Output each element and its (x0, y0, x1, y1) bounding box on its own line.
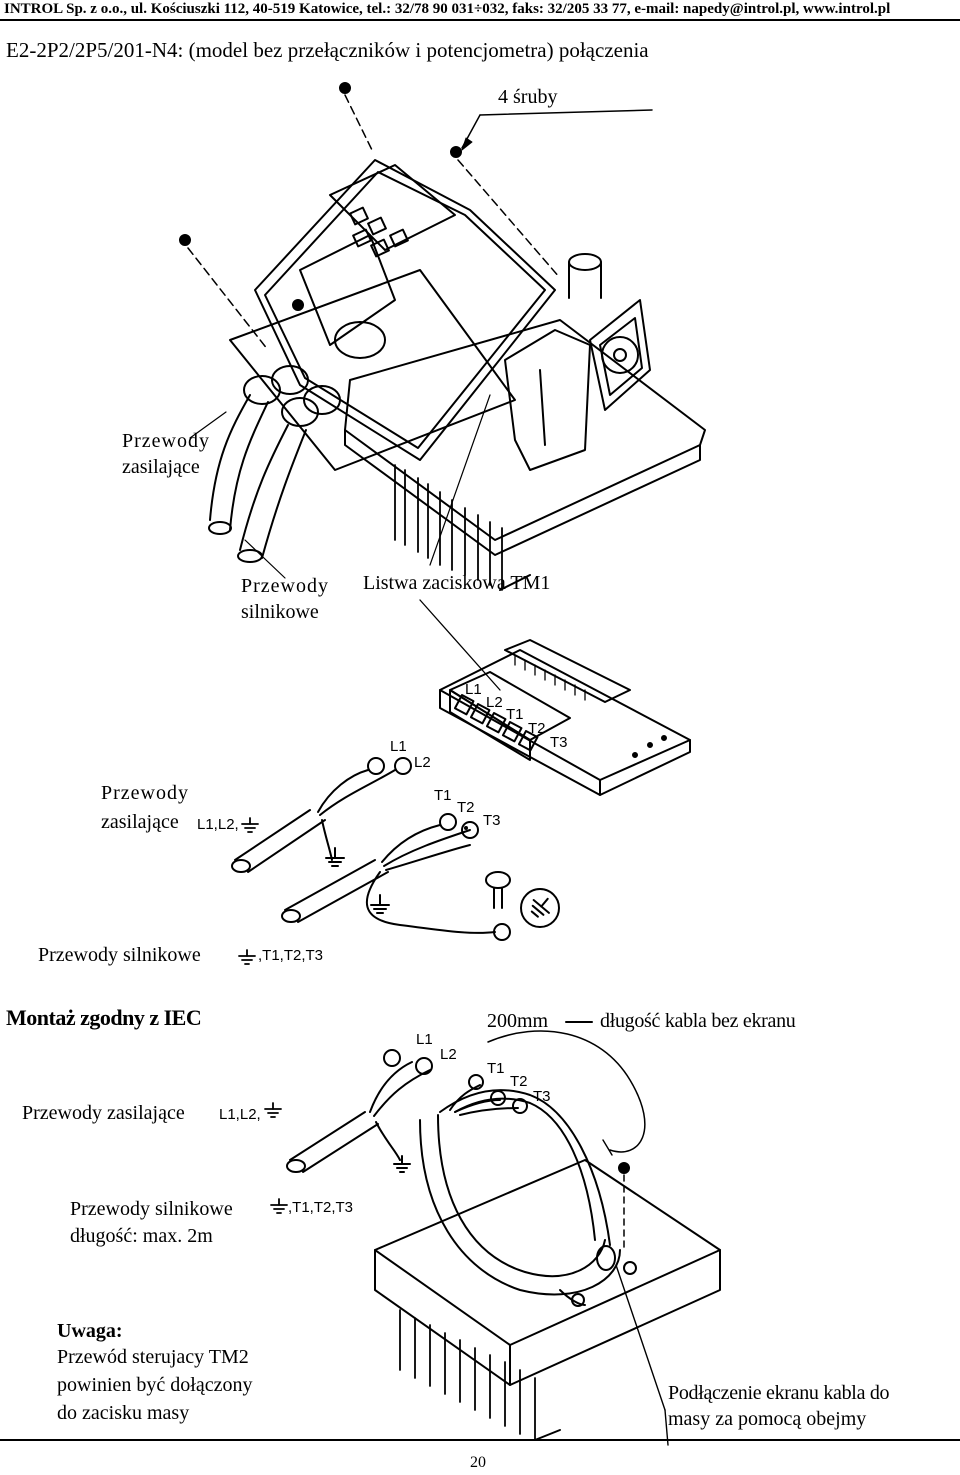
conductor-mark: L2 (414, 754, 431, 771)
conductor-mark: T3 (533, 1088, 551, 1105)
ground-icon (393, 1155, 411, 1173)
supply-cables-label: Przewody (122, 430, 210, 452)
motor-cables-label: Przewody (241, 575, 329, 597)
supply-cables-label: Przewody (101, 782, 189, 804)
screw-icon (618, 1162, 630, 1251)
page-number: 20 (470, 1454, 486, 1471)
page-title: E2-2P2/2P5/201-N4: (model bez przełączni… (6, 38, 649, 62)
conductor-mark: T1 (487, 1060, 505, 1077)
unshielded-label: długość kabla bez ekranu (600, 1010, 796, 1032)
motor-cables-label-2: silnikowe (241, 601, 319, 623)
note-line: do zacisku masy (57, 1402, 190, 1424)
motor-conductor-list: ,T1,T2,T3 (258, 947, 324, 964)
screw-icon (292, 299, 304, 311)
screw-icon (450, 146, 561, 279)
note-line: Przewód sterujacy TM2 (57, 1346, 249, 1368)
cable-length-label: 200mm (487, 1010, 549, 1032)
ground-icon (264, 1102, 282, 1118)
motor-cables-label: Przewody silnikowe (38, 944, 201, 966)
ground-icon (520, 888, 560, 928)
terminal-mark: T3 (550, 734, 568, 751)
cable-gland-icon (243, 365, 341, 427)
ground-icon (325, 847, 345, 867)
terminal-mark: T1 (506, 706, 524, 723)
conductor-mark: T3 (483, 812, 501, 829)
iec-heading: Montaż zgodny z IEC (6, 1005, 202, 1030)
motor-cables-label: Przewody silnikowe (70, 1198, 233, 1220)
ground-icon (241, 817, 259, 833)
screw-icon (339, 82, 373, 151)
conductor-mark: L2 (440, 1046, 457, 1063)
shield-note-line: masy za pomocą obejmy (668, 1408, 867, 1430)
motor-conductor-list: ,T1,T2,T3 (288, 1199, 354, 1216)
screws-label: 4 śruby (498, 86, 558, 108)
terminal-block-drawing (231, 599, 691, 965)
terminal-mark: L1 (465, 681, 482, 698)
conductor-mark: L1 (416, 1031, 433, 1048)
conductor-mark: T2 (510, 1073, 528, 1090)
ground-icon (238, 949, 256, 965)
terminal-mark: L2 (486, 694, 503, 711)
supply-cables-label: Przewody zasilające (22, 1102, 185, 1124)
ground-icon (270, 1198, 288, 1214)
terminal-mark: T2 (528, 720, 546, 737)
iec-mounting-drawing (264, 1021, 721, 1446)
supply-cables-label-2: zasilające (101, 811, 179, 833)
conductor-mark: T1 (434, 787, 452, 804)
note-line: powinien być dołączony (57, 1374, 253, 1396)
ground-icon (370, 894, 390, 914)
screw-icon (179, 234, 269, 351)
conductor-mark: L1 (390, 738, 407, 755)
supply-cables-label-2: zasilające (122, 456, 200, 478)
supply-conductor-list: L1,L2, (219, 1106, 261, 1123)
shield-note-line: Podłączenie ekranu kabla do (668, 1382, 890, 1404)
motor-length-label: długość: max. 2m (70, 1225, 213, 1247)
note-title: Uwaga: (57, 1320, 123, 1342)
company-header: INTROL Sp. z o.o., ul. Kościuszki 112, 4… (4, 1, 891, 17)
supply-conductor-list: L1,L2, (197, 816, 239, 833)
terminal-strip-label: Listwa zaciskowa TM1 (363, 572, 551, 594)
screw-icon (485, 871, 511, 909)
drive-exploded-drawing (179, 82, 706, 591)
conductor-mark: T2 (457, 799, 475, 816)
header-rule (0, 19, 960, 21)
